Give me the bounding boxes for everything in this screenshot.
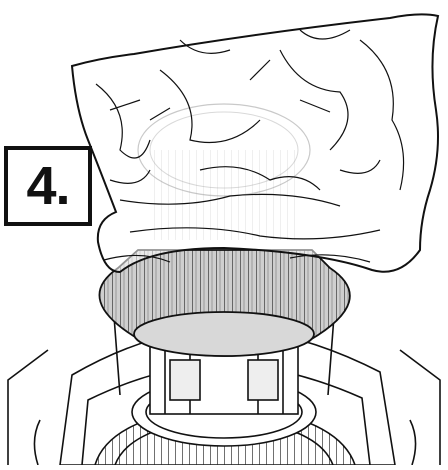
- vacuum-base-icon: [7, 289, 441, 466]
- plastic-bag-icon: [70, 13, 440, 274]
- step-number: 4.: [26, 156, 70, 216]
- step-number-box: 4.: [4, 146, 92, 226]
